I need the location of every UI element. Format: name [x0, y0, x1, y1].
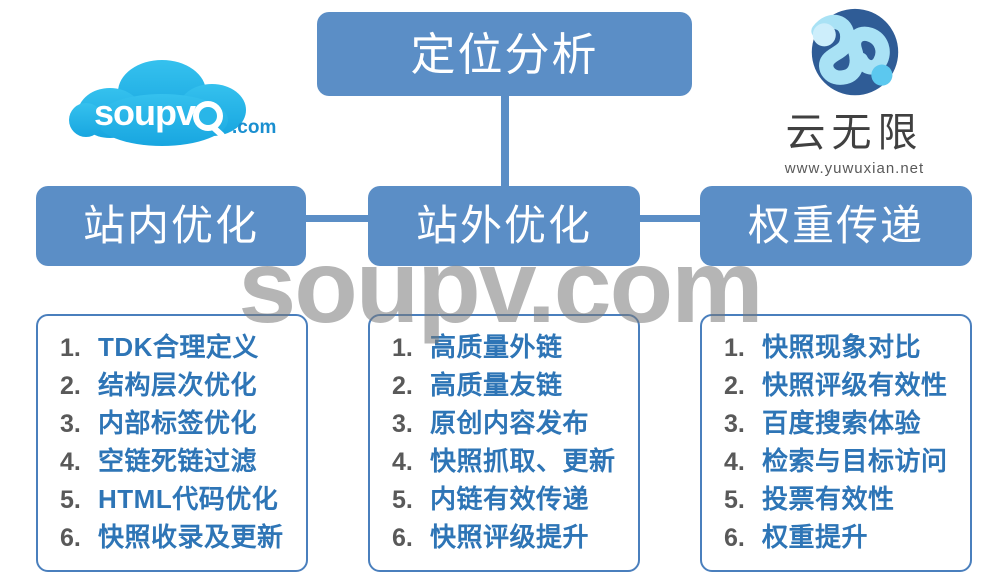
- list-item-number: 6.: [724, 524, 745, 552]
- list-item-number: 6.: [392, 524, 413, 552]
- yuwuxian-circle-icon: [810, 8, 898, 96]
- node-branch-weight[interactable]: 权重传递: [700, 186, 972, 266]
- list-item-number: 5.: [60, 486, 81, 514]
- list-item-label: 百度搜索体验: [762, 408, 922, 438]
- soupv-cloud-icon: soupv .com: [69, 60, 276, 146]
- list-item-number: 4.: [392, 448, 413, 476]
- yuwuxian-logo: 云无限 www.yuwuxian.net: [742, 6, 967, 178]
- list-item: 5. 内链有效传递: [370, 478, 638, 516]
- list-item: 2. 快照评级有效性: [702, 364, 970, 402]
- list-item-number: 2.: [392, 372, 413, 400]
- list-item: 4. 空链死链过滤: [38, 440, 306, 478]
- list-item-label: 快照评级有效性: [762, 370, 948, 400]
- list-card-weight: 1. 快照现象对比 2. 快照评级有效性 3. 百度搜索体验 4. 检索与目标访…: [700, 314, 972, 572]
- list-item: 4. 快照抓取、更新: [370, 440, 638, 478]
- node-root-label: 定位分析: [410, 28, 599, 80]
- list-item-number: 5.: [724, 486, 745, 514]
- soupv-logo: soupv .com: [62, 58, 287, 164]
- yuwuxian-brand: 云无限: [785, 110, 924, 156]
- list-item: 6. 快照收录及更新: [38, 516, 306, 554]
- list-item-label: 投票有效性: [762, 484, 895, 514]
- list-item: 2. 高质量友链: [370, 364, 638, 402]
- list-item-number: 5.: [392, 486, 413, 514]
- list-item-number: 6.: [60, 524, 81, 552]
- list-card-offsite: 1. 高质量外链 2. 高质量友链 3. 原创内容发布 4. 快照抓取、更新 5…: [368, 314, 640, 572]
- node-branch-offsite-label: 站外优化: [415, 202, 592, 249]
- list-item-label: 内部标签优化: [98, 408, 258, 438]
- list-item-number: 4.: [60, 448, 81, 476]
- list-item-label: 快照现象对比: [762, 332, 922, 362]
- list-item-label: 快照收录及更新: [98, 522, 284, 552]
- node-root-positioning-analysis[interactable]: 定位分析: [317, 12, 692, 96]
- list-item-label: 快照抓取、更新: [430, 446, 616, 476]
- list-item-label: 空链死链过滤: [98, 446, 258, 476]
- list-item-label: 高质量外链: [430, 332, 563, 362]
- list-item: 4. 检索与目标访问: [702, 440, 970, 478]
- list-item-number: 1.: [392, 334, 413, 362]
- list-item-label: 权重提升: [762, 522, 869, 552]
- list-item: 1. 快照现象对比: [702, 326, 970, 364]
- node-branch-onsite[interactable]: 站内优化: [36, 186, 306, 266]
- list-item-number: 3.: [60, 410, 81, 438]
- list-item-number: 3.: [392, 410, 413, 438]
- connector-root-to-offsite: [501, 92, 509, 188]
- list-item-label: HTML代码优化: [98, 484, 279, 514]
- list-card-onsite: 1. TDK合理定义 2. 结构层次优化 3. 内部标签优化 4. 空链死链过滤…: [36, 314, 308, 572]
- list-item-number: 1.: [724, 334, 745, 362]
- node-branch-weight-label: 权重传递: [747, 202, 924, 249]
- list-item-label: 结构层次优化: [98, 370, 258, 400]
- list-item: 6. 快照评级提升: [370, 516, 638, 554]
- list-item-label: 原创内容发布: [430, 408, 590, 438]
- list-item: 6. 权重提升: [702, 516, 970, 554]
- magnifier-icon: [193, 101, 225, 138]
- list-item-number: 2.: [60, 372, 81, 400]
- soupv-wordmark: soupv: [94, 92, 196, 133]
- list-item-label: 高质量友链: [430, 370, 563, 400]
- list-item-number: 3.: [724, 410, 745, 438]
- list-item: 2. 结构层次优化: [38, 364, 306, 402]
- list-item: 3. 原创内容发布: [370, 402, 638, 440]
- node-branch-offsite[interactable]: 站外优化: [368, 186, 640, 266]
- list-item-label: 内链有效传递: [430, 484, 590, 514]
- node-branch-onsite-label: 站内优化: [82, 202, 259, 249]
- yuwuxian-url: www.yuwuxian.net: [784, 160, 925, 177]
- list-item: 3. 内部标签优化: [38, 402, 306, 440]
- list-item-number: 1.: [60, 334, 81, 362]
- soupv-domain-suffix: .com: [232, 117, 276, 138]
- list-item: 5. 投票有效性: [702, 478, 970, 516]
- list-item: 3. 百度搜索体验: [702, 402, 970, 440]
- list-item-label: TDK合理定义: [98, 332, 259, 362]
- list-item-number: 4.: [724, 448, 745, 476]
- list-item-number: 2.: [724, 372, 745, 400]
- list-item: 1. 高质量外链: [370, 326, 638, 364]
- list-item: 1. TDK合理定义: [38, 326, 306, 364]
- list-item: 5. HTML代码优化: [38, 478, 306, 516]
- list-item-label: 快照评级提升: [430, 522, 590, 552]
- list-item-label: 检索与目标访问: [762, 446, 948, 476]
